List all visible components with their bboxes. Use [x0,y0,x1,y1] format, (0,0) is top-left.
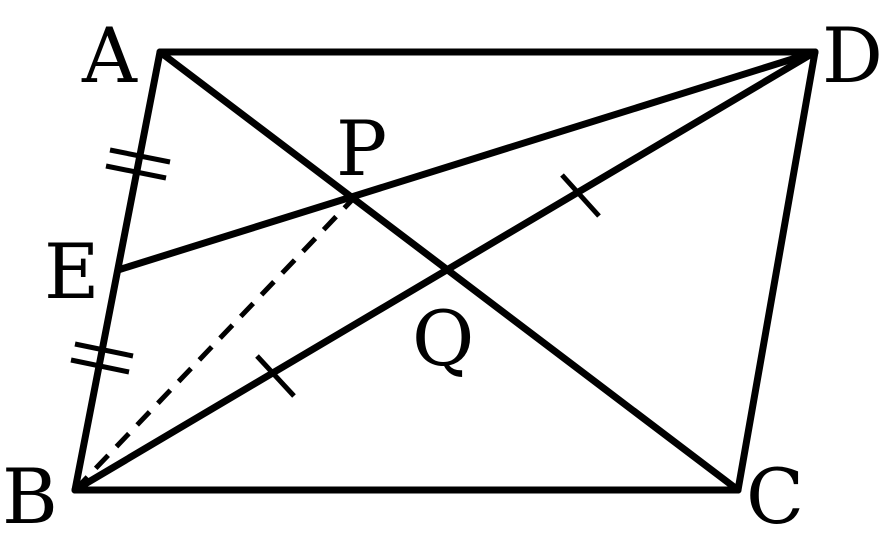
tick-mark-QD [560,173,601,218]
label-P: P [336,104,387,193]
label-E: E [44,227,99,316]
diagonal-BD [71,48,819,494]
segment-ED [114,48,819,274]
label-A: A [81,11,138,100]
tick-mark-BQ [255,354,296,398]
label-C: C [746,452,804,541]
label-Q: Q [412,294,474,383]
tick-marks-AE [105,147,171,181]
label-B: B [2,452,58,541]
label-D: D [822,11,883,100]
tick-marks-EB [70,341,134,375]
segment-BP-dashed [73,198,354,492]
side-CD [734,48,819,494]
